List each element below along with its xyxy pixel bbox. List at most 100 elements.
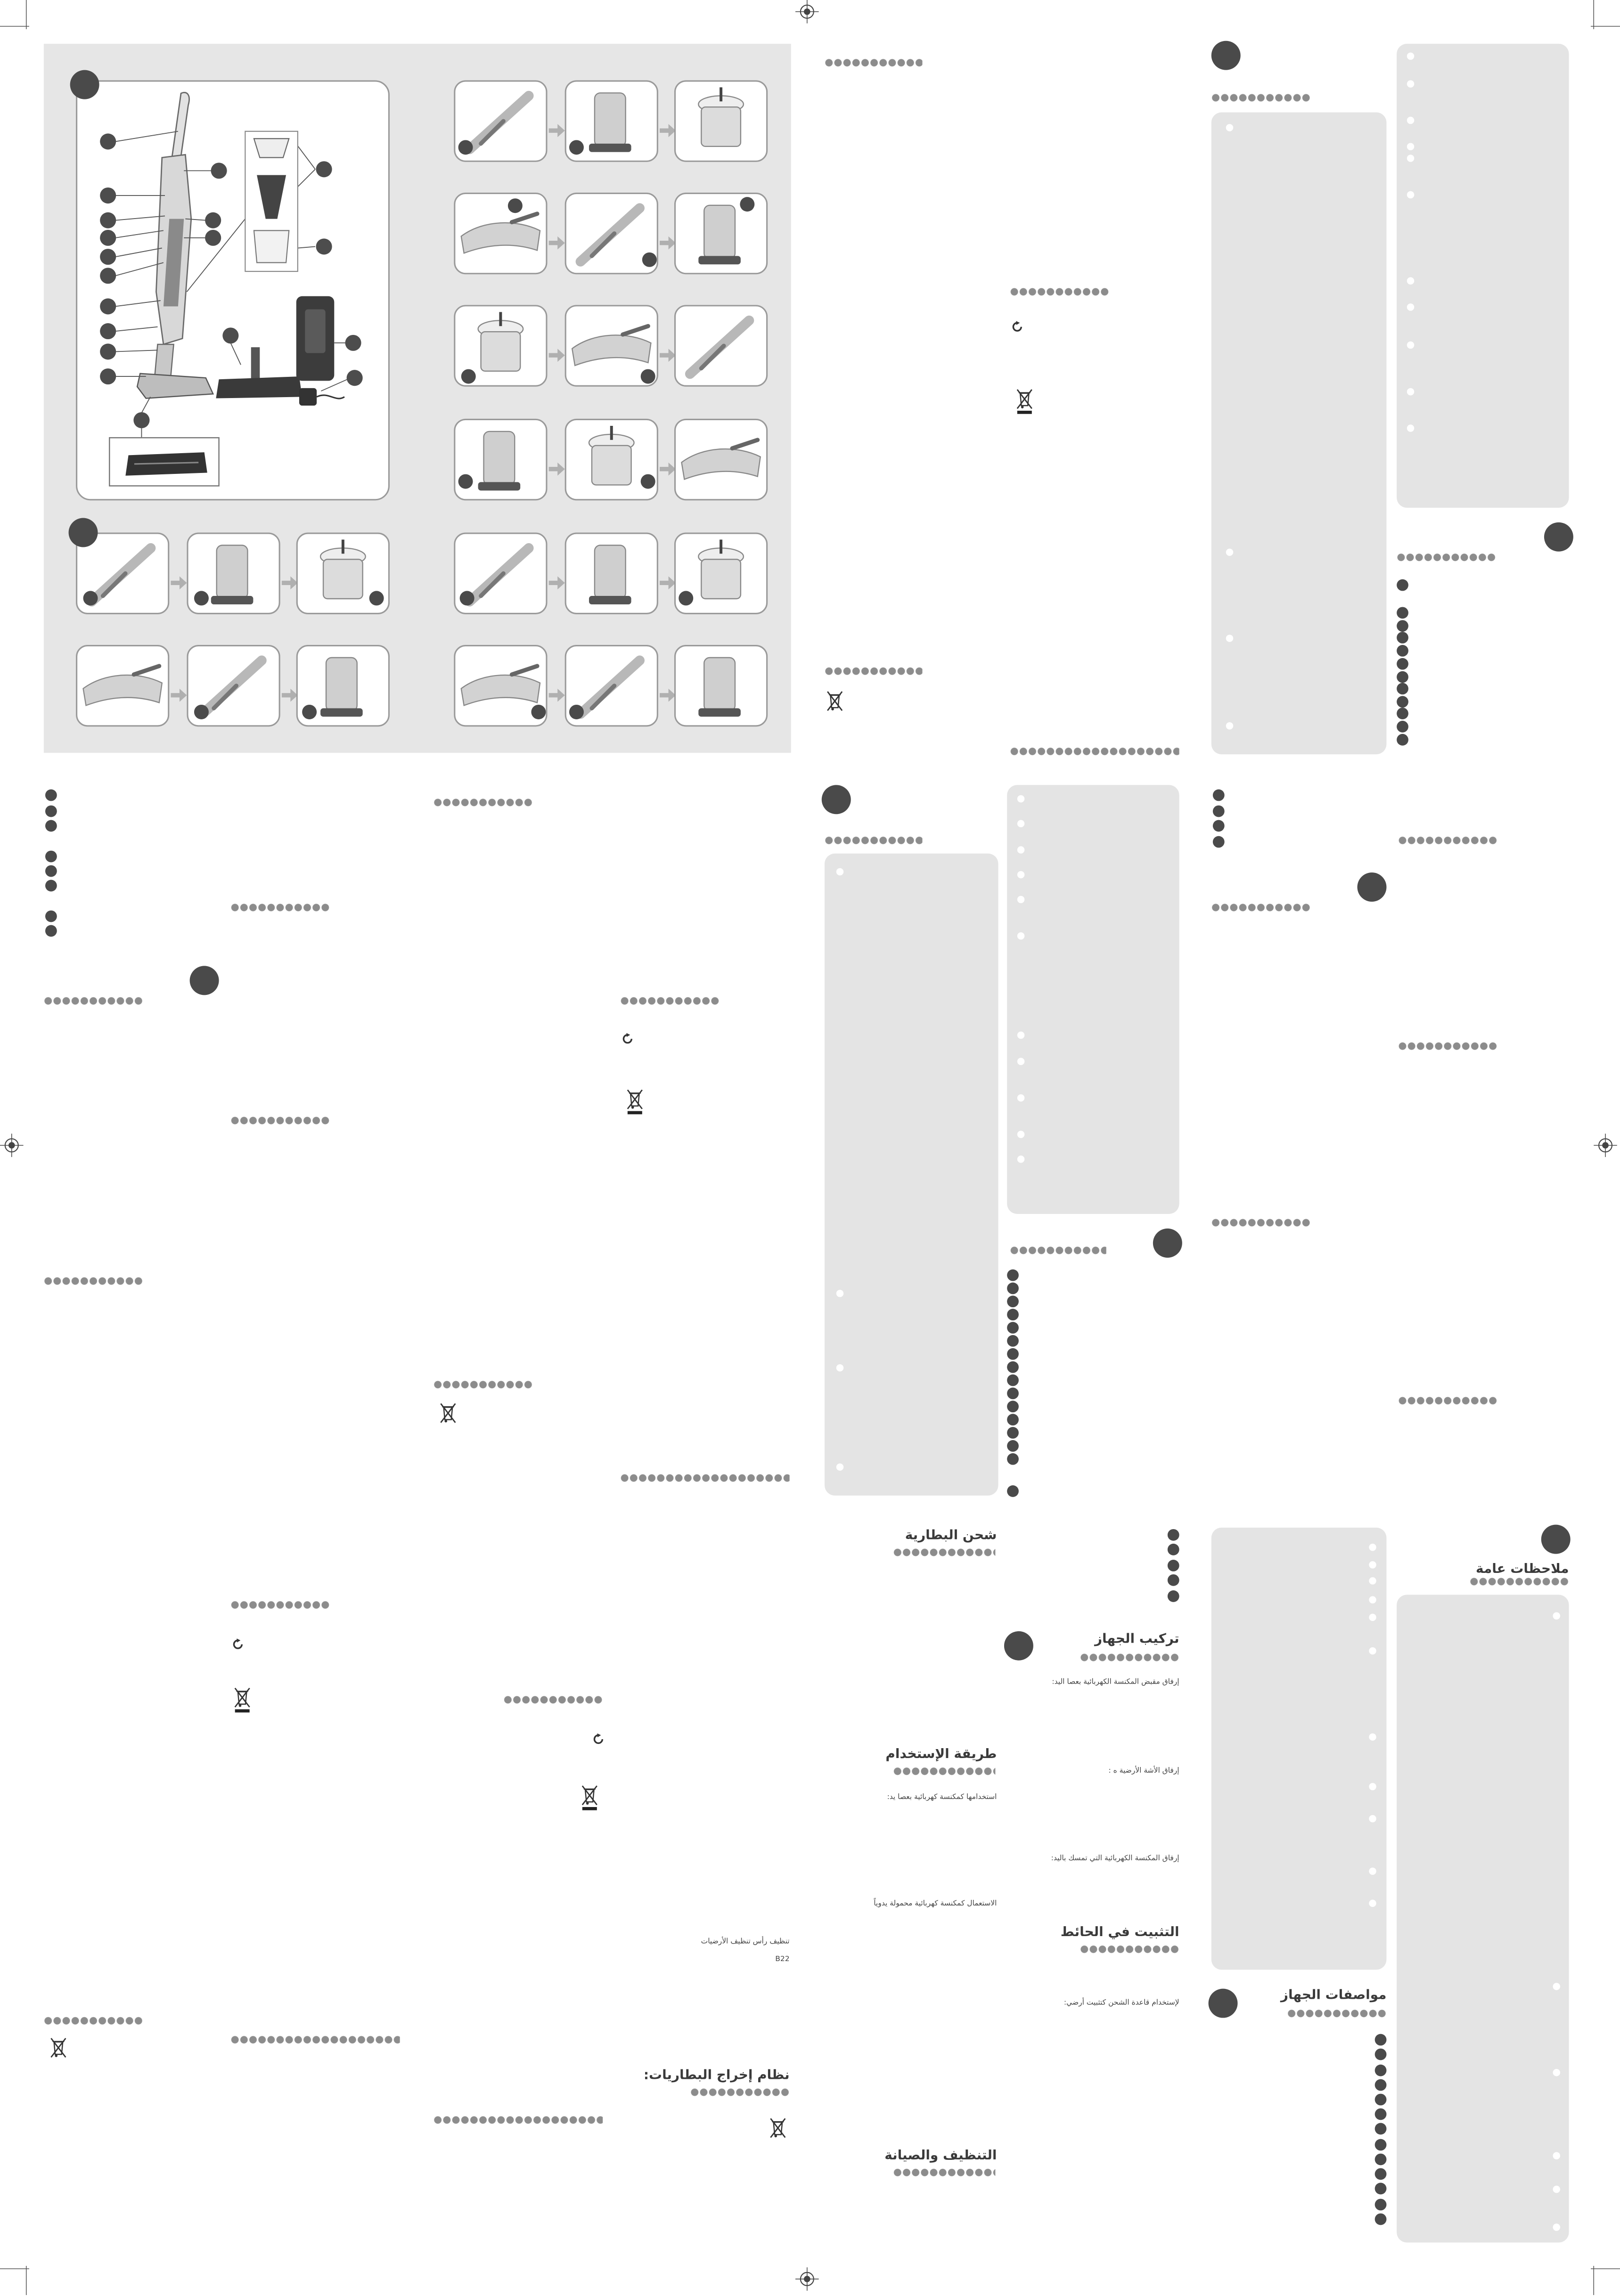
product-parts-diagram: [100, 92, 363, 487]
step-marker: [569, 704, 584, 719]
bullet-point: [1016, 1155, 1024, 1162]
heading-dots-divider: [43, 996, 143, 1006]
step-arrow-icon: [548, 453, 565, 475]
step-sketch: [698, 87, 745, 147]
list-number-marker: [1375, 2139, 1387, 2151]
step-sketch: [698, 204, 741, 265]
bullet-point: [1016, 819, 1024, 827]
bullet-point: [1552, 1982, 1560, 1990]
part-number-marker: [133, 412, 150, 429]
heading-dots-divider: [1010, 287, 1109, 296]
text-box: [1397, 1595, 1569, 2243]
list-number-marker: [1397, 696, 1408, 708]
step-arrow-icon: [659, 453, 675, 475]
step-sketch: [465, 90, 534, 155]
bullet-point: [1406, 79, 1414, 87]
step-illustration: [565, 532, 658, 614]
weee-crossed-bin-icon: [581, 1784, 598, 1811]
heading-dots-divider: [1398, 1042, 1497, 1051]
text-box: [1397, 43, 1569, 508]
list-number-marker: [1007, 1361, 1019, 1373]
list-number-marker: [1397, 620, 1408, 632]
list-number-marker: [1397, 658, 1408, 670]
power-adapter-illustration: [299, 388, 345, 406]
part-number-marker: [211, 163, 227, 179]
bullet-point: [1406, 142, 1414, 150]
step-arrow-icon: [659, 567, 675, 589]
list-number-marker: [45, 820, 57, 832]
step-marker: [194, 704, 209, 719]
bullet-point: [835, 1289, 843, 1296]
registration-mark-icon: [795, 2267, 819, 2291]
step-sketch: [477, 312, 524, 372]
heading-dots-divider: [503, 1695, 603, 1704]
step-sketch: [460, 664, 541, 707]
step-sketch: [588, 425, 635, 486]
part-number-marker: [100, 249, 116, 265]
heading-dots-divider: [1080, 1653, 1179, 1662]
bullet-point: [1368, 1733, 1376, 1740]
recycling-icon: [1011, 311, 1023, 332]
section-marker: [1004, 1631, 1033, 1661]
weee-crossed-bin-icon: [1016, 388, 1033, 415]
registration-mark-icon: [795, 0, 819, 24]
heading-dots-divider: [1398, 836, 1497, 845]
heading-dots-divider: [893, 2168, 996, 2177]
bullet-point: [1368, 1613, 1376, 1620]
list-number-marker: [1375, 2153, 1387, 2166]
bullet-point: [1225, 123, 1233, 131]
step-illustration: [674, 305, 768, 387]
list-number-marker: [1007, 1427, 1019, 1439]
bullet-point: [1552, 2068, 1560, 2076]
bullet-point: [1368, 1543, 1376, 1550]
step-marker: [302, 704, 317, 719]
part-number-marker: [316, 238, 332, 255]
bullet-point: [1406, 423, 1414, 432]
step-sketch: [478, 431, 521, 491]
list-number-marker: [1007, 1295, 1019, 1308]
bullet-point: [1406, 154, 1414, 162]
bullet-point: [835, 1463, 843, 1470]
registration-mark-icon: [0, 1133, 24, 1157]
step-marker: [458, 140, 473, 155]
bullet-point: [1406, 276, 1414, 284]
step-marker: [531, 704, 546, 719]
step-sketch: [575, 655, 645, 719]
stick-vacuum-illustration: [136, 92, 214, 399]
heading-dots-divider: [824, 667, 923, 676]
list-number-marker: [1375, 2182, 1387, 2195]
heading-dots-divider: [893, 1767, 996, 1776]
step-arrow-icon: [659, 339, 675, 361]
step-arrow-icon: [548, 679, 565, 701]
registration-mark-icon: [1594, 1133, 1617, 1157]
list-number-marker: [1397, 671, 1408, 683]
step-arrow-icon: [548, 227, 565, 249]
step-sketch: [698, 657, 741, 717]
heading-specifications: مواصفات الجهاز: [1280, 1988, 1387, 2003]
wall-mounting-floor-stand-text: لإستخدام قاعدة الشحن كتثبيت أرضي:: [1064, 1999, 1179, 2008]
step-sketch: [197, 655, 267, 719]
part-number-marker: [100, 343, 116, 360]
floor-head-cleaning-code: B22: [775, 1955, 790, 1964]
bullet-point: [1225, 634, 1233, 642]
heading-battery-charging: شحن البطارية: [905, 1529, 997, 1544]
bullet-point: [1406, 341, 1414, 348]
bullet-point: [1368, 1782, 1376, 1790]
filter-parts-illustration: [245, 130, 298, 272]
section-marker: [1357, 872, 1387, 902]
list-number-marker: [1397, 721, 1408, 733]
recycling-icon: [622, 1023, 633, 1044]
list-number-marker: [1375, 2064, 1387, 2076]
step-arrow-icon: [281, 567, 297, 589]
part-number-marker: [100, 212, 116, 228]
part-number-marker: [222, 327, 239, 344]
list-number-marker: [1397, 683, 1408, 695]
heading-usage: طريقة الإستخدام: [885, 1748, 997, 1763]
list-number-marker: [1007, 1414, 1019, 1426]
step-marker: [369, 591, 384, 606]
list-number-marker: [1212, 789, 1225, 801]
bullet-point: [1016, 1130, 1024, 1138]
step-illustration: [454, 192, 548, 275]
step-illustration: [674, 80, 768, 162]
